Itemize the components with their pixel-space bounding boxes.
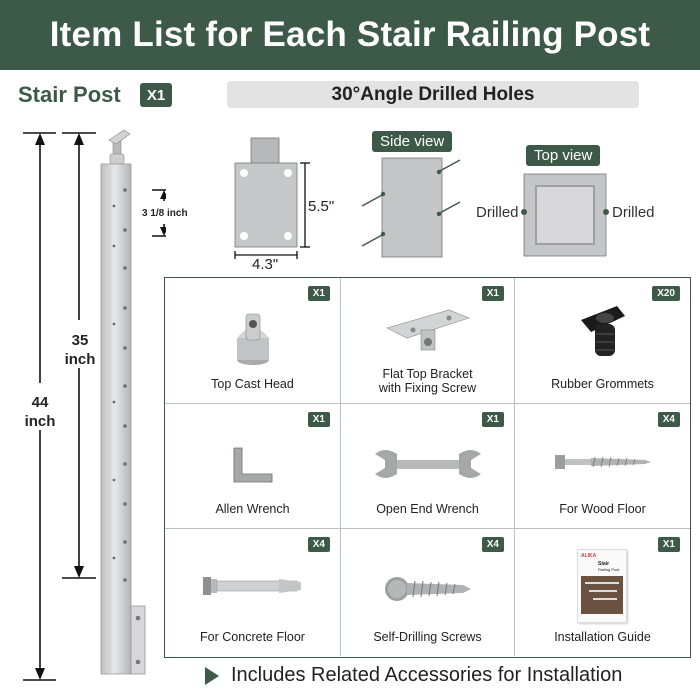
item-label: For Concrete Floor xyxy=(200,630,305,644)
header-banner: Item List for Each Stair Railing Post xyxy=(0,0,700,70)
footer-note: Includes Related Accessories for Install… xyxy=(205,664,622,687)
top-view-left-drilled: Drilled xyxy=(476,204,519,221)
page-title: Item List for Each Stair Railing Post xyxy=(49,15,651,54)
guide-title-line-2: Railing Post xyxy=(598,567,620,572)
stair-post-qty-badge: X1 xyxy=(140,83,172,107)
item-label: Top Cast Head xyxy=(211,377,294,391)
side-view-label: Side view xyxy=(372,131,453,152)
item-wood-floor-screw: X4 For Wood Floor xyxy=(515,404,690,529)
item-qty-badge: X4 xyxy=(307,537,330,552)
play-arrow-icon xyxy=(205,666,219,685)
bracket-icon xyxy=(385,309,470,351)
guide-brand: ALIKA xyxy=(581,553,597,559)
lag-screw-icon xyxy=(554,455,651,469)
item-qty-badge: X1 xyxy=(657,537,680,552)
item-allen-wrench: X1 Allen Wrench xyxy=(165,404,341,529)
plate-height-label: 5.5" xyxy=(308,198,335,215)
top-view-label: Top view xyxy=(526,145,601,166)
plate-width-label: 4.3" xyxy=(252,256,279,273)
item-top-cast-head: X1 Top Cast Head xyxy=(165,278,341,404)
item-qty-badge: X4 xyxy=(657,412,680,427)
cast-head-icon xyxy=(236,313,269,365)
self-drilling-screw-icon xyxy=(384,577,471,601)
grommet-icon xyxy=(580,306,625,356)
item-label: Self-Drilling Screws xyxy=(373,630,482,644)
anchor-bolt-icon xyxy=(202,577,301,595)
item-label: Allen Wrench xyxy=(215,502,290,516)
angle-drilled-holes-title: 30°Angle Drilled Holes xyxy=(227,81,639,108)
total-height-value: 44 xyxy=(31,394,49,411)
guide-cover-photo xyxy=(581,576,623,614)
footer-text: Includes Related Accessories for Install… xyxy=(231,664,623,686)
item-qty-badge: X1 xyxy=(307,412,330,427)
allen-wrench-icon xyxy=(233,447,272,483)
item-qty-badge: X1 xyxy=(481,286,504,301)
inner-height-value: 35 xyxy=(71,332,89,349)
item-concrete-floor-anchor: X4 For Concrete Floor xyxy=(165,529,341,656)
stair-post-title: Stair Post xyxy=(18,82,121,107)
mounting-plate-diagram xyxy=(234,137,310,259)
item-open-end-wrench: X1 Open End Wrench xyxy=(341,404,515,529)
item-rubber-grommets: X20 Rubber Grommets xyxy=(515,278,690,404)
side-view-diagram xyxy=(361,157,461,258)
item-qty-badge: X4 xyxy=(481,537,504,552)
accessories-grid: X1 Top Cast Head X1 Flat Top Bracket wit… xyxy=(164,277,691,658)
item-qty-badge: X1 xyxy=(481,412,504,427)
item-label: For Wood Floor xyxy=(559,502,646,516)
stair-post-image xyxy=(100,129,146,675)
top-view-diagram xyxy=(521,173,609,257)
item-flat-top-bracket: X1 Flat Top Bracket with Fixing Screw xyxy=(341,278,515,404)
top-view-right-drilled: Drilled xyxy=(612,204,655,221)
inner-height-unit: inch xyxy=(64,351,96,368)
total-height-label: 44 inch xyxy=(18,393,62,431)
guide-title-line-1: Stair xyxy=(598,561,610,567)
inner-height-label: 35 inch xyxy=(58,331,102,369)
hole-spacing-label: 3 1/8 inch xyxy=(142,208,188,219)
guide-booklet-icon: ALIKA Stair Railing Post xyxy=(577,549,627,623)
item-label: Flat Top Bracket with Fixing Screw xyxy=(378,367,477,395)
item-qty-badge: X1 xyxy=(307,286,330,301)
open-end-wrench-icon xyxy=(374,450,481,478)
item-qty-badge: X20 xyxy=(652,286,680,301)
total-height-unit: inch xyxy=(24,413,56,430)
item-label: Installation Guide xyxy=(554,630,651,644)
item-label: Rubber Grommets xyxy=(551,377,654,391)
item-installation-guide: X1 ALIKA Stair Railing Post Installation… xyxy=(515,529,690,656)
post-dimension-lines xyxy=(23,132,166,681)
item-self-drilling-screws: X4 Self-Drilling Screws xyxy=(341,529,515,656)
item-label: Open End Wrench xyxy=(376,502,479,516)
